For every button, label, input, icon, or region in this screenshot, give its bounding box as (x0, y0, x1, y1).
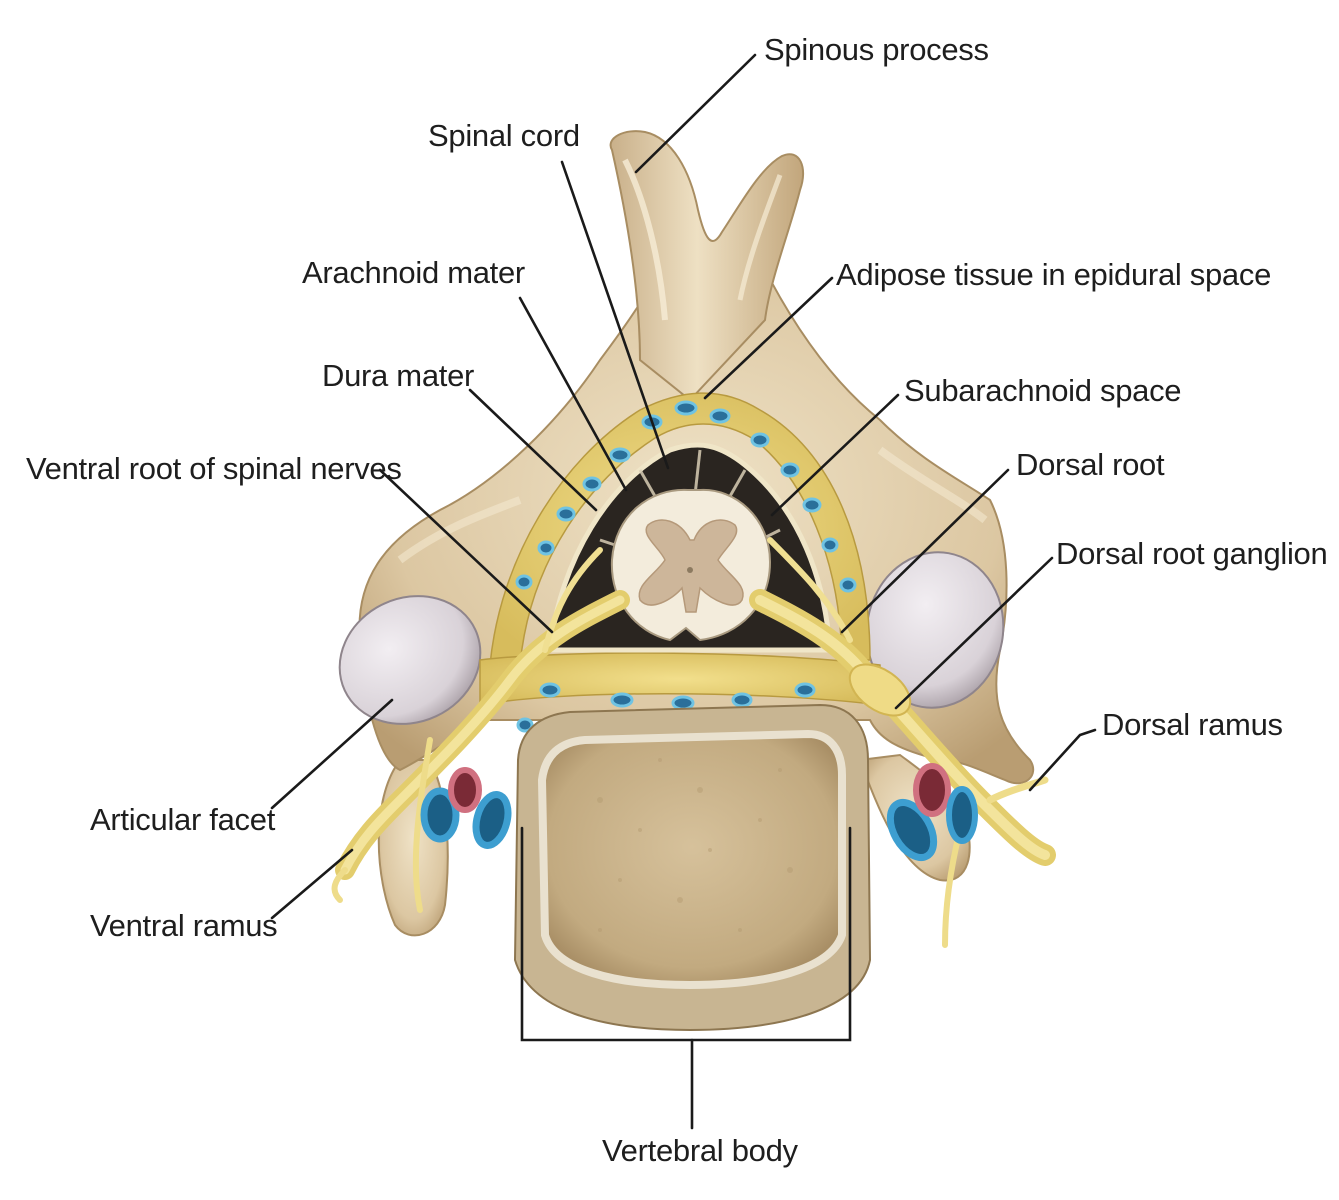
label-articular-facet: Articular facet (90, 802, 276, 837)
label-ventral-ramus: Ventral ramus (90, 908, 278, 943)
label-vertebral-body: Vertebral body (602, 1133, 798, 1168)
leader-lines (270, 53, 1097, 1130)
leader-spinal-cord (560, 160, 670, 470)
left-articular-facet (338, 595, 482, 725)
label-adipose-tissue: Adipose tissue in epidural space (836, 257, 1272, 292)
label-arachnoid-mater: Arachnoid mater (302, 255, 525, 290)
label-subarachnoid-space: Subarachnoid space (904, 373, 1182, 408)
label-dorsal-root: Dorsal root (1016, 447, 1165, 482)
leader-dorsal-root-ganglion (894, 556, 1054, 710)
label-dura-mater: Dura mater (322, 358, 475, 393)
leader-spinous-process (634, 53, 757, 174)
label-ventral-root: Ventral root of spinal nerves (26, 451, 402, 486)
spinous-process-bone (609, 130, 805, 402)
leader-dura-mater (468, 388, 598, 512)
leader-ventral-ramus (270, 848, 354, 920)
leader-subarachnoid-space (770, 393, 900, 517)
label-spinous-process: Spinous process (764, 32, 989, 67)
leader-arachnoid-mater (518, 296, 628, 492)
label-dorsal-ramus: Dorsal ramus (1102, 707, 1283, 742)
epidural-adipose-tissue (479, 392, 881, 733)
leader-dorsal-root (840, 468, 1010, 634)
vertebral-body-bone (513, 703, 872, 1032)
label-spinal-cord: Spinal cord (428, 118, 580, 153)
vertebral-vessels (420, 763, 978, 861)
leader-ventral-root (378, 468, 554, 634)
vertebral-body-bracket (520, 826, 852, 1042)
leader-adipose-tissue (703, 276, 834, 400)
leader-dorsal-ramus (1028, 728, 1097, 792)
leader-articular-facet (270, 698, 394, 810)
label-dorsal-root-ganglion: Dorsal root ganglion (1056, 536, 1328, 571)
spinal-cord (610, 488, 772, 642)
